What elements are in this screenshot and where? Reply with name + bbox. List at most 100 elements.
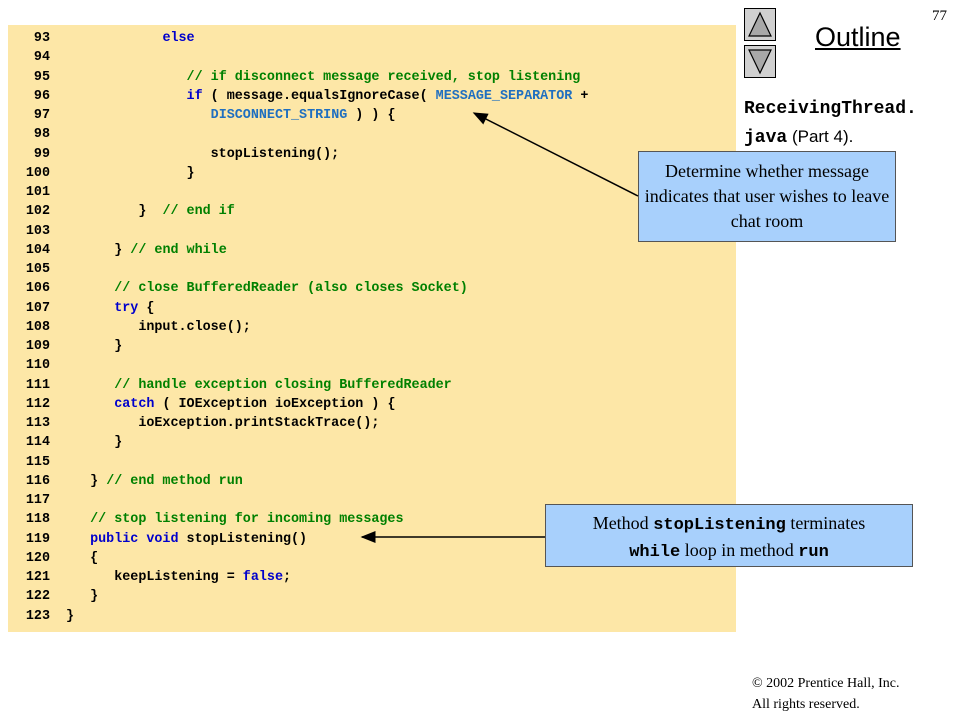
code-token: else bbox=[162, 31, 195, 46]
code-token: ( message.equalsIgnoreCase( bbox=[202, 88, 436, 104]
line-number: 100 bbox=[25, 165, 50, 181]
code-line: 118 // stop listening for incoming messa… bbox=[8, 510, 404, 529]
line-number: 94 bbox=[33, 50, 50, 66]
code-token: public void bbox=[90, 531, 179, 547]
code-token: ; bbox=[282, 570, 292, 585]
code-line: 122 } bbox=[8, 587, 98, 606]
line-number: 95 bbox=[33, 69, 50, 85]
code-token: MESSAGE_SEPARATOR bbox=[435, 88, 573, 104]
code-line: 119 public void stopListening() bbox=[8, 530, 307, 549]
code-line: 96 if ( message.equalsIgnoreCase( MESSAG… bbox=[8, 87, 588, 106]
code-line: 120 { bbox=[8, 549, 98, 568]
code-token: ) ) { bbox=[347, 108, 396, 123]
code-line: 117 bbox=[8, 491, 66, 510]
callout-determine-text: Determine whether message indicates that… bbox=[644, 161, 890, 231]
code-token: } bbox=[66, 204, 163, 220]
code-token: DISCONNECT_STRING bbox=[210, 108, 348, 123]
line-number: 97 bbox=[33, 108, 50, 123]
code-token: if bbox=[186, 88, 203, 104]
copyright-line-1: © 2002 Prentice Hall, Inc. bbox=[752, 676, 900, 691]
line-number: 112 bbox=[25, 396, 50, 412]
code-token: ( IOException ioException ) { bbox=[154, 396, 396, 412]
triangle-up-icon bbox=[748, 11, 772, 37]
code-token: catch bbox=[114, 396, 155, 412]
line-number: 106 bbox=[25, 281, 50, 297]
code-line: 114 } bbox=[8, 433, 122, 452]
code-line: 102 } // end if bbox=[8, 202, 235, 221]
line-number: 108 bbox=[25, 319, 50, 335]
previous-slide-button[interactable] bbox=[744, 8, 776, 41]
code-token: { bbox=[66, 550, 99, 566]
code-line: 115 bbox=[8, 453, 66, 472]
code-line: 121 keepListening = false; bbox=[8, 568, 291, 587]
code-line: 97 DISCONNECT_STRING ) ) { bbox=[8, 106, 396, 125]
code-token: // end while bbox=[130, 242, 227, 258]
triangle-down-icon bbox=[748, 49, 772, 75]
line-number: 107 bbox=[25, 300, 50, 316]
code-token: { bbox=[138, 300, 155, 316]
code-listing: 93 else 94 95 // if disconnect message rec… bbox=[8, 25, 736, 632]
line-number: 109 bbox=[25, 339, 50, 354]
code-token: input.close(); bbox=[66, 319, 251, 335]
outline-title[interactable]: Outline bbox=[815, 22, 901, 52]
code-line: 107 try { bbox=[8, 299, 155, 318]
code-line: 105 bbox=[8, 260, 66, 279]
next-slide-button[interactable] bbox=[744, 45, 776, 78]
code-token: stopListening() bbox=[178, 531, 308, 547]
code-token: + bbox=[572, 88, 589, 104]
line-number: 118 bbox=[25, 512, 50, 528]
code-token: // end if bbox=[162, 204, 235, 220]
code-line: 104 } // end while bbox=[8, 241, 227, 260]
code-token: keepListening = bbox=[66, 570, 243, 585]
code-token: ioException.printStackTrace(); bbox=[66, 416, 380, 431]
code-token: stopListening(); bbox=[66, 146, 340, 162]
line-number: 121 bbox=[25, 570, 50, 585]
code-line: 98 bbox=[8, 125, 66, 144]
arrow-to-line-97 bbox=[472, 112, 639, 197]
code-line: 100 } bbox=[8, 164, 195, 183]
line-number: 103 bbox=[25, 223, 50, 239]
code-line: 111 // handle exception closing Buffered… bbox=[8, 376, 452, 395]
code-line: 93 else bbox=[8, 29, 195, 48]
code-line: 116 } // end method run bbox=[8, 472, 243, 491]
code-line: 106 // close BufferedReader (also closes… bbox=[8, 279, 468, 298]
copyright: © 2002 Prentice Hall, Inc. All rights re… bbox=[752, 673, 900, 715]
code-line: 108 input.close(); bbox=[8, 318, 251, 337]
code-token: } bbox=[66, 339, 123, 354]
code-token: } bbox=[66, 473, 107, 489]
line-number: 120 bbox=[25, 550, 50, 566]
code-line: 94 bbox=[8, 48, 66, 67]
line-number: 98 bbox=[33, 127, 50, 143]
line-number: 117 bbox=[25, 493, 50, 508]
line-number: 93 bbox=[33, 31, 50, 46]
line-number: 116 bbox=[25, 473, 50, 489]
filename-line-1: ReceivingThread. bbox=[744, 99, 917, 119]
callout-determine-disconnect: Determine whether message indicates that… bbox=[638, 151, 896, 242]
page-number: 77 bbox=[932, 8, 947, 24]
code-token: } bbox=[66, 589, 99, 605]
line-number: 102 bbox=[25, 204, 50, 220]
code-token: // if disconnect message received, stop … bbox=[186, 69, 581, 85]
code-line: 113 ioException.printStackTrace(); bbox=[8, 414, 380, 433]
filename-line-2: java (Part 4). bbox=[744, 127, 854, 148]
code-line: 110 bbox=[8, 356, 66, 375]
code-token: // handle exception closing BufferedRead… bbox=[114, 377, 452, 393]
code-line: 101 bbox=[8, 183, 66, 202]
code-token: } bbox=[66, 608, 75, 624]
code-token: try bbox=[114, 300, 139, 316]
code-line: 109 } bbox=[8, 337, 122, 356]
line-number: 99 bbox=[33, 146, 50, 162]
line-number: 101 bbox=[25, 185, 50, 200]
callout-stop-listening: Method stopListening terminates while lo… bbox=[545, 504, 913, 567]
line-number: 110 bbox=[25, 358, 50, 374]
line-number: 96 bbox=[33, 88, 50, 104]
copyright-line-2: All rights reserved. bbox=[752, 697, 860, 712]
line-number: 123 bbox=[25, 608, 50, 624]
code-token: // stop listening for incoming messages bbox=[90, 512, 404, 528]
line-number: 104 bbox=[25, 242, 50, 258]
code-token: } bbox=[66, 435, 123, 451]
code-token: // close BufferedReader (also closes Soc… bbox=[114, 281, 468, 297]
code-token: } bbox=[66, 242, 131, 258]
line-number: 122 bbox=[25, 589, 50, 605]
